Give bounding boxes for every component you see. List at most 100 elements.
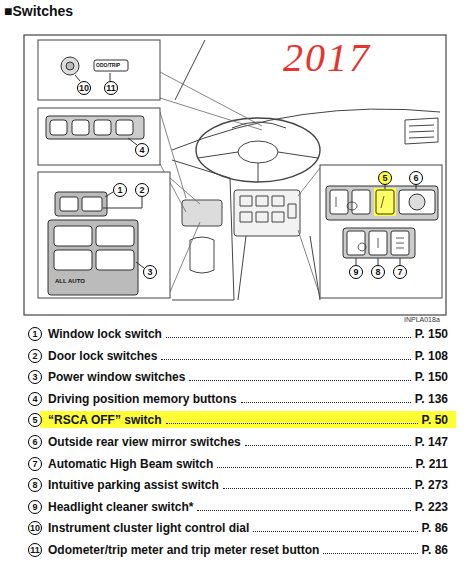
page-reference: P. 273 — [415, 478, 448, 492]
page-reference: P. 86 — [422, 521, 448, 535]
door-switch — [182, 200, 222, 226]
callout-number: 11 — [28, 543, 42, 557]
console-lines — [238, 236, 320, 300]
mirror-switch — [399, 190, 435, 214]
inset-box — [38, 172, 170, 298]
item-name: Instrument cluster light control dial — [48, 521, 249, 535]
leader-line — [75, 73, 110, 81]
dot-leader — [253, 531, 417, 532]
callout-number: 5 — [28, 413, 42, 427]
page-reference: P. 150 — [415, 327, 448, 341]
dial-center — [66, 62, 74, 70]
dot-leader — [166, 423, 418, 424]
dot-leader — [166, 337, 411, 338]
pointer-line — [170, 178, 200, 292]
page-reference: P. 147 — [415, 435, 448, 449]
center-switch-panel — [234, 190, 300, 236]
dot-leader — [217, 467, 411, 468]
memory-button — [72, 120, 89, 135]
steering-wheel — [196, 118, 320, 182]
inset-box — [320, 165, 442, 298]
inset-pointers — [160, 72, 320, 296]
item-name: Power window switches — [48, 370, 185, 384]
callout-number: 8 — [371, 265, 385, 279]
index-row: 9 Headlight cleaner switch* P. 223 — [28, 499, 448, 515]
leader-line — [356, 185, 416, 265]
dot-leader — [189, 380, 410, 381]
callout-number: 9 — [28, 500, 42, 514]
leader-line — [136, 262, 144, 268]
callout-number: 3 — [28, 370, 42, 384]
index-row: 7 Automatic High Beam switch P. 211 — [28, 456, 448, 472]
button-label: ODO/TRIP — [96, 62, 120, 69]
callout-number: 6 — [409, 171, 423, 185]
dot-leader — [161, 359, 410, 360]
index-row: 11 Odometer/trip meter and trip meter res… — [28, 542, 448, 558]
callout-number: 4 — [28, 392, 42, 406]
window-lock-switch — [60, 197, 78, 211]
dot-leader — [223, 488, 411, 489]
callout-number: 8 — [28, 478, 42, 492]
switch-button — [352, 190, 370, 214]
button-label: ALL AUTO — [55, 278, 85, 285]
callout-number: 3 — [143, 265, 157, 279]
pointer-line — [160, 72, 262, 130]
trip-button — [94, 60, 128, 71]
window-switch — [96, 226, 134, 246]
mirror-knob — [409, 194, 425, 210]
item-name: Odometer/trip meter and trip meter reset… — [48, 543, 319, 557]
item-name: Driving position memory buttons — [48, 392, 237, 406]
item-name: Outside rear view mirror switches — [48, 435, 241, 449]
callout-number: 9 — [349, 265, 363, 279]
rsca-button — [376, 190, 394, 214]
memory-panel — [46, 116, 144, 139]
index-row: 6 Outside rear view mirror switches P. 147 — [28, 434, 448, 450]
leader-line — [128, 138, 137, 145]
item-name: Headlight cleaner switch* — [48, 500, 193, 514]
item-name: Door lock switches — [48, 349, 157, 363]
door-handle — [190, 237, 214, 273]
item-name: Automatic High Beam switch — [48, 457, 213, 471]
page-reference: P. 150 — [415, 370, 448, 384]
callout-number: 7 — [393, 265, 407, 279]
index-row: 4 Driving position memory buttons P. 136 — [28, 391, 448, 407]
wheel-spokes — [198, 152, 318, 182]
index-row: 2Door lock switchesP. 108 — [28, 348, 448, 364]
dot-leader — [245, 445, 411, 446]
steering-hub — [238, 141, 278, 163]
highlight-marker — [374, 188, 396, 216]
memory-button — [116, 120, 133, 135]
center-buttons — [240, 196, 296, 222]
window-switch — [54, 250, 92, 270]
callout-number: 7 — [28, 457, 42, 471]
callout-number: 6 — [28, 435, 42, 449]
dot-leader — [241, 402, 411, 403]
figure-code: INPLA018a — [404, 316, 440, 324]
item-name: Intuitive parking assist switch — [48, 478, 219, 492]
callout-number: 4 — [135, 143, 149, 157]
index-row: 3 Power window switches P. 150 — [28, 369, 448, 385]
page-reference: P. 108 — [415, 349, 448, 363]
lower-switch-base — [343, 228, 415, 258]
page-reference: P. 136 — [415, 392, 448, 406]
switch-button — [330, 190, 348, 214]
index-row: 5“RSCA OFF” switchP. 50 — [28, 412, 448, 428]
page-reference: P. 211 — [416, 457, 448, 471]
highlight-marker — [40, 411, 456, 428]
callout-number: 2 — [135, 183, 149, 197]
lock-panel — [55, 192, 107, 216]
inset-box — [38, 40, 160, 100]
dial-knob — [61, 57, 79, 75]
switch-drawings — [46, 57, 438, 295]
page-reference: P. 223 — [415, 500, 448, 514]
callout-number: 1 — [28, 327, 42, 341]
pointer-line — [298, 168, 320, 296]
index-row: 1Window lock switchP. 150 — [28, 326, 448, 342]
door-lock-switch — [82, 197, 102, 211]
door-panel — [172, 160, 234, 300]
air-vent — [405, 118, 438, 144]
callout-number: 10 — [77, 81, 91, 95]
dashboard-drawing — [24, 35, 446, 315]
item-name: “RSCA OFF” switch — [48, 413, 162, 427]
